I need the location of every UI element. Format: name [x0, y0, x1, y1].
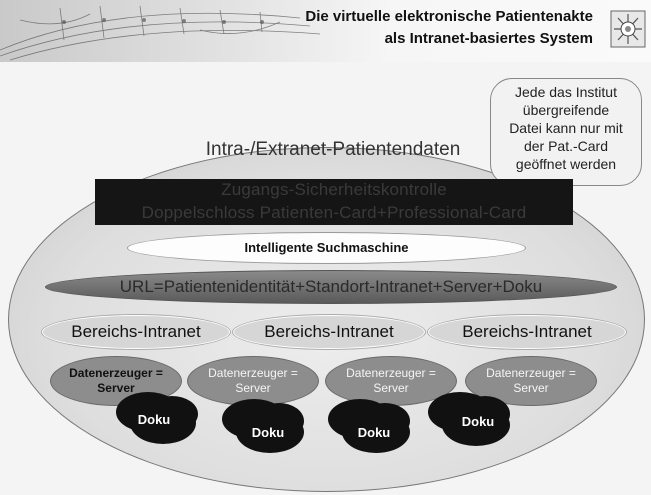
header-band: Die virtuelle elektronische Patientenakt…	[0, 0, 651, 62]
doku-cluster-2: Doku	[222, 399, 308, 455]
server-label: Datenerzeuger =	[346, 366, 436, 380]
callout-line: übergreifende	[522, 102, 610, 118]
search-engine-ellipse: Intelligente Suchmaschine	[127, 232, 526, 264]
security-control-box	[95, 179, 573, 225]
doku-cluster-3: Doku	[328, 399, 414, 455]
doku-cluster-1: Doku	[116, 392, 202, 448]
callout-bubble: Jede das Institut übergreifende Datei ka…	[490, 78, 642, 186]
doku-label: Doku	[137, 412, 171, 427]
url-ellipse: URL=Patientenidentität+Standort-Intranet…	[45, 270, 617, 304]
slide-title-line-2: als Intranet-basiertes System	[384, 30, 593, 47]
callout-line: Datei kann nur mit	[509, 120, 623, 136]
bereichs-intranet-3: Bereichs-Intranet	[428, 315, 626, 349]
doku-label: Doku	[251, 425, 285, 440]
bereichs-intranet-2: Bereichs-Intranet	[233, 315, 425, 349]
server-ellipse-2: Datenerzeuger =Server	[187, 356, 319, 406]
callout-line: der Pat.-Card	[523, 138, 609, 154]
slide-title-line-1: Die virtuelle elektronische Patientenakt…	[305, 8, 593, 25]
server-label: Server	[513, 381, 549, 395]
diagram: Intra-/Extranet-Patientendaten Jede das …	[0, 62, 651, 495]
header-decoration	[0, 5, 321, 61]
security-control-label: Zugangs-Sicherheitskontrolle	[221, 180, 447, 199]
patientendaten-label: Intra-/Extranet-Patientendaten	[205, 139, 461, 160]
double-lock-label: Doppelschloss Patienten-Card+Professiona…	[141, 203, 527, 222]
logo-seal-icon	[610, 10, 646, 48]
callout-line: geöffnet werden	[515, 156, 617, 172]
doku-label: Doku	[461, 414, 495, 429]
callout-line: Jede das Institut	[515, 84, 617, 100]
doku-cluster-4: Doku	[428, 392, 514, 448]
doku-label: Doku	[357, 425, 391, 440]
server-label: Datenerzeuger =	[69, 366, 163, 380]
server-label: Server	[373, 381, 409, 395]
bereichs-intranet-1: Bereichs-Intranet	[42, 315, 230, 349]
server-label: Datenerzeuger =	[208, 366, 298, 380]
server-label: Datenerzeuger =	[486, 366, 576, 380]
server-label: Server	[97, 381, 135, 395]
server-label: Server	[235, 381, 271, 395]
server-ellipse-3: Datenerzeuger =Server	[325, 356, 457, 406]
